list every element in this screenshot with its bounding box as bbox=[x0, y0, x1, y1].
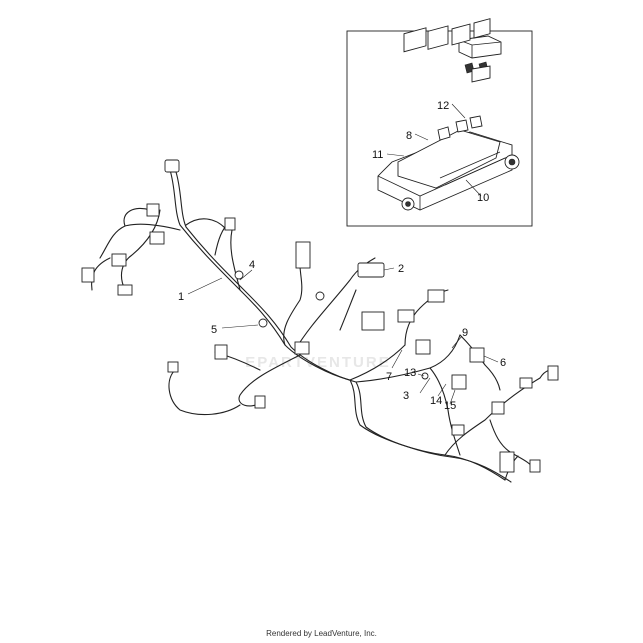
fuse-relay-box bbox=[377, 18, 520, 211]
callout-6: 6 bbox=[500, 357, 506, 369]
callout-13: 13 bbox=[404, 367, 416, 379]
fuse-parts bbox=[464, 61, 491, 83]
callout-5: 5 bbox=[211, 324, 217, 336]
callout-4: 4 bbox=[249, 259, 255, 271]
footer-credit: Rendered by LeadVenture, Inc. bbox=[266, 629, 377, 638]
callout-14: 14 bbox=[430, 395, 442, 407]
callout-12: 12 bbox=[437, 100, 449, 112]
callout-1: 1 bbox=[178, 291, 184, 303]
callout-labels: 1 2 3 4 5 6 7 8 9 10 11 12 13 14 15 bbox=[178, 100, 506, 412]
callout-2: 2 bbox=[398, 263, 404, 275]
fuse-box-inset bbox=[346, 18, 533, 227]
callout-11: 11 bbox=[372, 149, 383, 161]
callout-7: 7 bbox=[386, 371, 392, 383]
relay-spare-part bbox=[458, 35, 502, 59]
watermark-text: EPARTVENTURE bbox=[245, 354, 390, 371]
callout-8: 8 bbox=[406, 130, 412, 142]
harness-connectors bbox=[81, 159, 559, 473]
callout-leaders bbox=[187, 267, 499, 405]
callout-10: 10 bbox=[477, 192, 489, 204]
callout-15: 15 bbox=[444, 400, 456, 412]
callout-3: 3 bbox=[403, 390, 409, 402]
callout-9: 9 bbox=[462, 327, 468, 339]
